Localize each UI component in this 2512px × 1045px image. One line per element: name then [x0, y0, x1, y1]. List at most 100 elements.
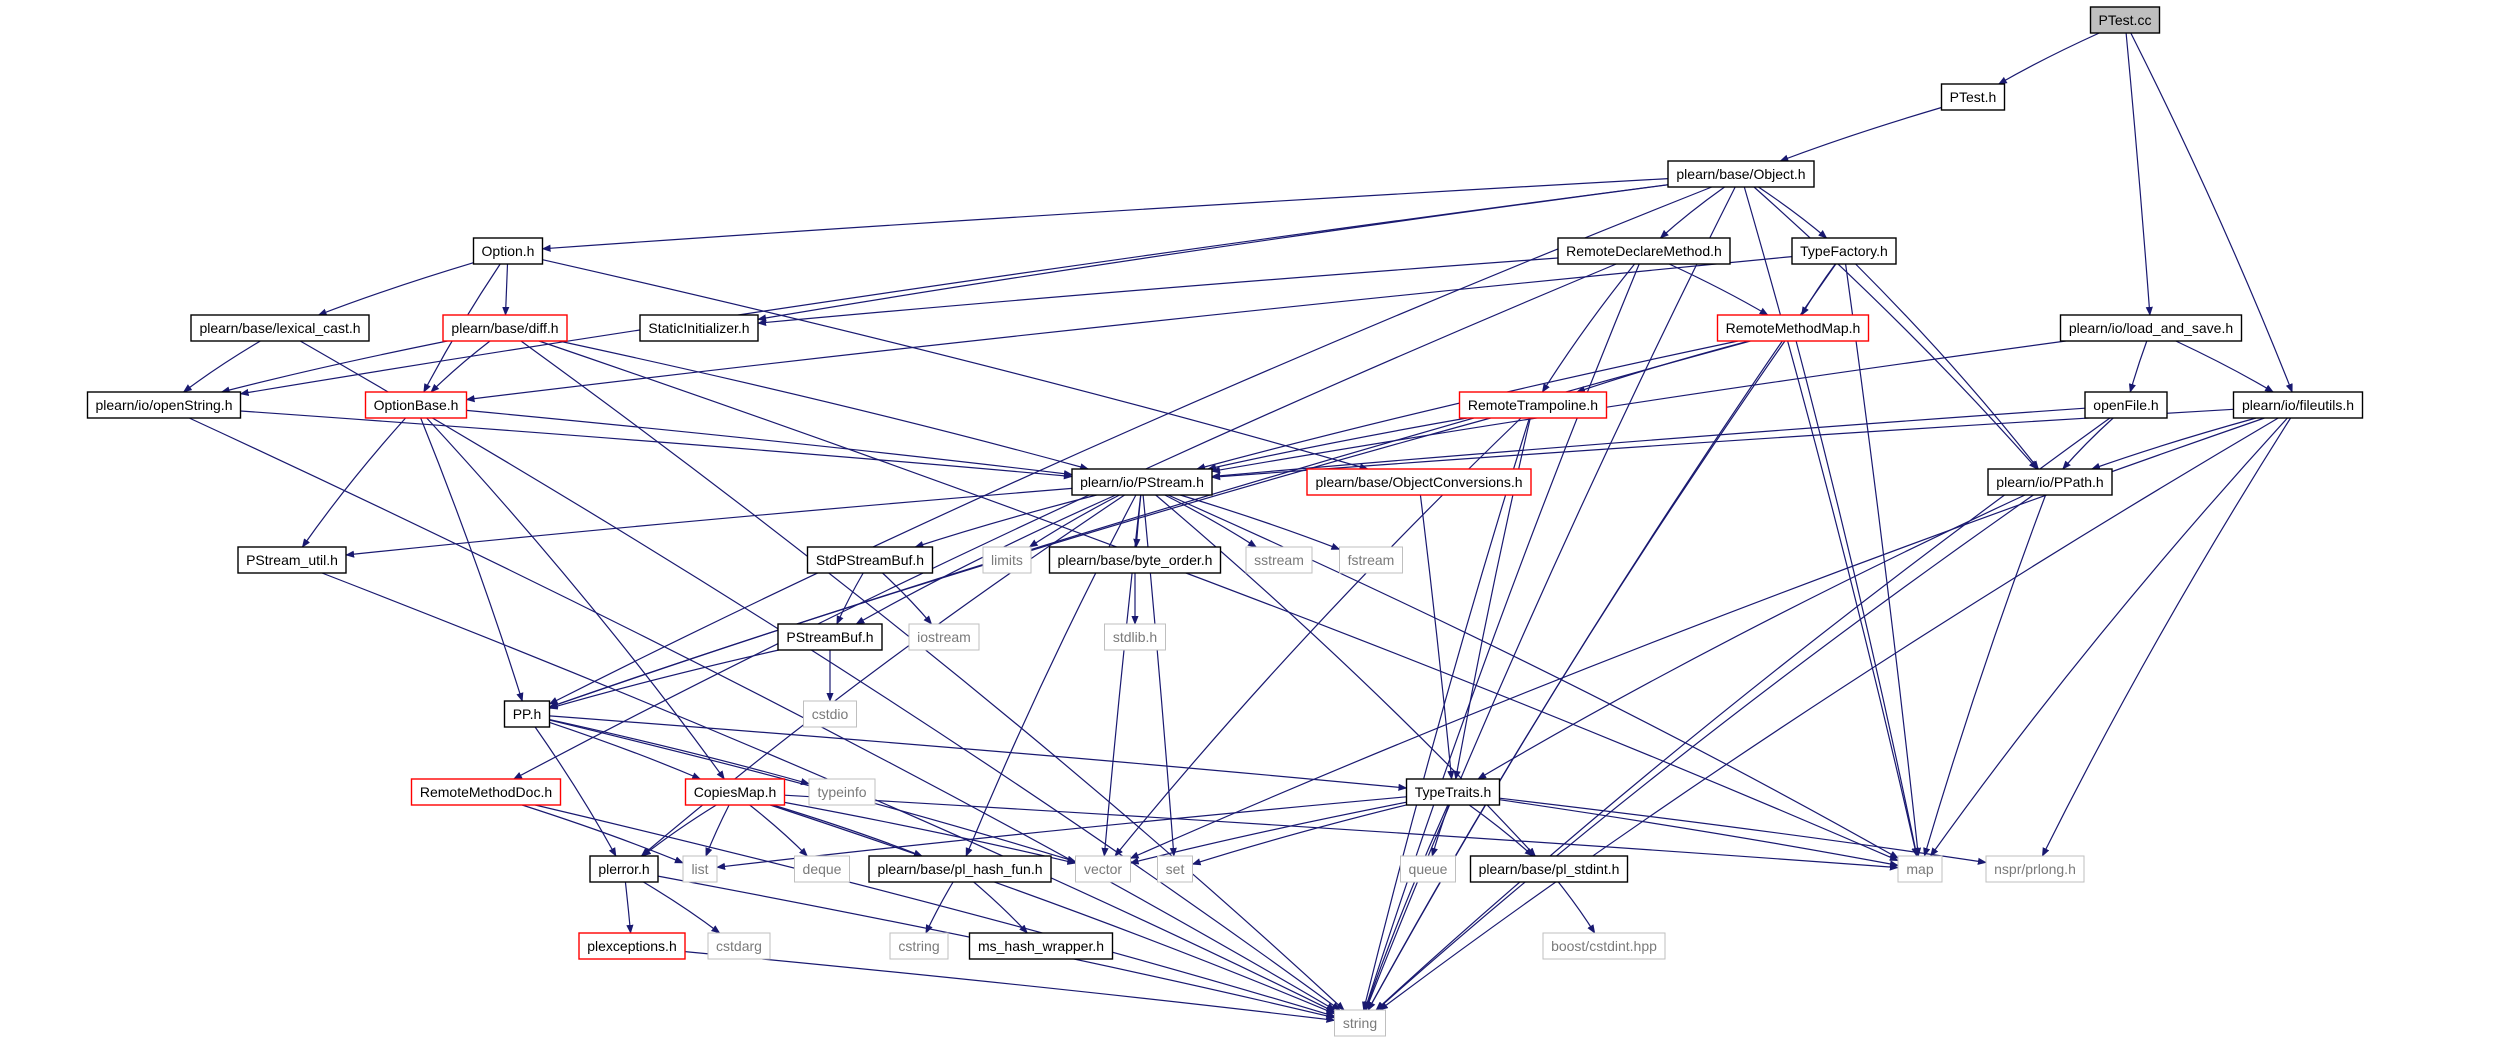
edge-object_h-to-option_h — [541, 178, 1669, 252]
node-plexc-h[interactable]: plexceptions.h — [578, 932, 686, 960]
node-psb-h[interactable]: PStreamBuf.h — [777, 623, 883, 651]
node-label: nspr/prlong.h — [1994, 861, 2076, 877]
node-box — [1245, 546, 1313, 574]
edge-diff_h-to-map — [538, 340, 1899, 862]
node-label: TypeTraits.h — [1415, 784, 1492, 800]
node-box — [1400, 855, 1456, 883]
node-label: plearn/base/ObjectConversions.h — [1315, 474, 1522, 490]
node-label: plearn/io/fileutils.h — [2242, 397, 2354, 413]
node-label: PTest.h — [1950, 89, 1997, 105]
node-box — [1897, 855, 1943, 883]
node-label: StaticInitializer.h — [648, 320, 749, 336]
node-las-h[interactable]: plearn/io/load_and_save.h — [2059, 314, 2243, 342]
node-box — [806, 546, 934, 574]
node-iostream: iostream — [908, 623, 980, 651]
node-label: cstdio — [812, 706, 849, 722]
edge-object_h-to-openstr_h — [239, 184, 1669, 397]
edge-pp_h-to-plerror_h — [534, 726, 617, 857]
edge-stdpsb_h-to-iostream — [882, 572, 933, 625]
node-label: boost/cstdint.hpp — [1551, 938, 1657, 954]
node-rmm-h[interactable]: RemoteMethodMap.h — [1716, 314, 1870, 342]
node-lexcast-h[interactable]: plearn/base/lexical_cast.h — [190, 314, 370, 342]
node-plerror-h[interactable]: plerror.h — [589, 855, 659, 883]
node-hashwrap-h[interactable]: ms_hash_wrapper.h — [968, 932, 1114, 960]
node-ptest-cc[interactable]: PTest.cc — [2089, 6, 2161, 34]
edge-copiesmap_h-to-hashfun_h — [772, 804, 923, 857]
node-hashfun-h[interactable]: plearn/base/pl_hash_fun.h — [868, 855, 1052, 883]
node-static-h[interactable]: StaticInitializer.h — [639, 314, 759, 342]
node-box — [2089, 6, 2161, 34]
edge-las_h-to-pstream_h — [1211, 340, 2066, 474]
edge-ptest_cc-to-las_h — [2125, 32, 2153, 316]
node-pstream-h[interactable]: plearn/io/PStream.h — [1071, 468, 1213, 496]
node-copiesmap-h[interactable]: CopiesMap.h — [684, 778, 786, 806]
node-diff-h[interactable]: plearn/base/diff.h — [442, 314, 568, 342]
node-box — [2059, 314, 2243, 342]
node-tf-h[interactable]: TypeFactory.h — [1791, 237, 1897, 265]
node-rt-h[interactable]: RemoteTrampoline.h — [1458, 391, 1608, 419]
edge-option_h-to-objconv_h — [542, 259, 1369, 471]
node-box — [1469, 855, 1629, 883]
node-box — [808, 778, 876, 806]
node-box — [1075, 855, 1131, 883]
edge-fileutils_h-to-ppath_h — [2091, 417, 2257, 470]
edge-pstream_h-to-stdint_h — [1155, 494, 1536, 857]
node-ppath-h[interactable]: plearn/io/PPath.h — [1987, 468, 2113, 496]
node-label: cstring — [898, 938, 939, 954]
edge-plexc_h-to-string — [684, 951, 1336, 1023]
node-box — [2232, 391, 2364, 419]
edge-fileutils_h-to-map — [1930, 417, 2288, 857]
edge-pstream_h-to-hashfun_h — [965, 494, 1137, 857]
node-label: limits — [991, 552, 1023, 568]
node-box — [982, 546, 1032, 574]
node-pp-h[interactable]: PP.h — [503, 700, 551, 728]
node-tt-h[interactable]: TypeTraits.h — [1405, 778, 1501, 806]
node-label: RemoteDeclareMethod.h — [1566, 243, 1722, 259]
node-rmd-h[interactable]: RemoteMethodDoc.h — [410, 778, 562, 806]
node-objconv-h[interactable]: plearn/base/ObjectConversions.h — [1306, 468, 1532, 496]
node-box — [1306, 468, 1532, 496]
node-openfile-h[interactable]: openFile.h — [2084, 391, 2168, 419]
node-box — [639, 314, 759, 342]
edge-optbase_h-to-pstream_h — [466, 409, 1073, 478]
node-object-h[interactable]: plearn/base/Object.h — [1667, 160, 1815, 188]
node-label: PStream_util.h — [246, 552, 338, 568]
node-label: PP.h — [513, 706, 542, 722]
node-openstr-h[interactable]: plearn/io/openString.h — [86, 391, 242, 419]
edge-optbase_h-to-copiesmap_h — [426, 417, 725, 780]
node-box — [1048, 546, 1222, 574]
edge-diff_h-to-string — [520, 340, 1345, 1011]
node-stdpsb-h[interactable]: StdPStreamBuf.h — [806, 546, 934, 574]
edge-object_h-to-rdm_h — [1659, 186, 1725, 239]
node-label: OptionBase.h — [374, 397, 459, 413]
edge-pp_h-to-tt_h — [549, 715, 1408, 791]
node-rdm-h[interactable]: RemoteDeclareMethod.h — [1557, 237, 1731, 265]
node-byteorder-h[interactable]: plearn/base/byte_order.h — [1048, 546, 1222, 574]
edge-tt_h-to-prlong_h — [1499, 797, 1987, 865]
node-label: PStreamBuf.h — [786, 629, 873, 645]
node-ptest-h[interactable]: PTest.h — [1940, 83, 2006, 111]
node-list: list — [682, 855, 718, 883]
edge-option_h-to-lexcast_h — [317, 262, 474, 316]
node-optbase-h[interactable]: OptionBase.h — [364, 391, 468, 419]
node-psutil-h[interactable]: PStream_util.h — [237, 546, 347, 574]
edge-openstr_h-to-pstream_h — [240, 410, 1073, 480]
edge-copiesmap_h-to-map — [784, 794, 1899, 871]
node-option-h[interactable]: Option.h — [472, 237, 544, 265]
node-label: plexceptions.h — [587, 938, 677, 954]
node-label: vector — [1084, 861, 1122, 877]
edge-openfile_h-to-ppath_h — [2062, 417, 2114, 470]
edge-rmd_h-to-string — [535, 804, 1336, 1018]
node-box — [2084, 391, 2168, 419]
edge-stdint_h-to-boostint — [1557, 881, 1596, 934]
node-box — [1104, 623, 1166, 651]
edge-tf_h-to-optbase_h — [465, 256, 1793, 403]
node-box — [684, 778, 786, 806]
node-box — [237, 546, 347, 574]
node-stdint-h[interactable]: plearn/base/pl_stdint.h — [1469, 855, 1629, 883]
node-label: plearn/base/lexical_cast.h — [199, 320, 360, 336]
edge-pstream_h-to-fstream — [1180, 494, 1341, 550]
edge-tt_h-to-stdint_h — [1468, 804, 1534, 857]
node-box — [190, 314, 370, 342]
node-fileutils-h[interactable]: plearn/io/fileutils.h — [2232, 391, 2364, 419]
